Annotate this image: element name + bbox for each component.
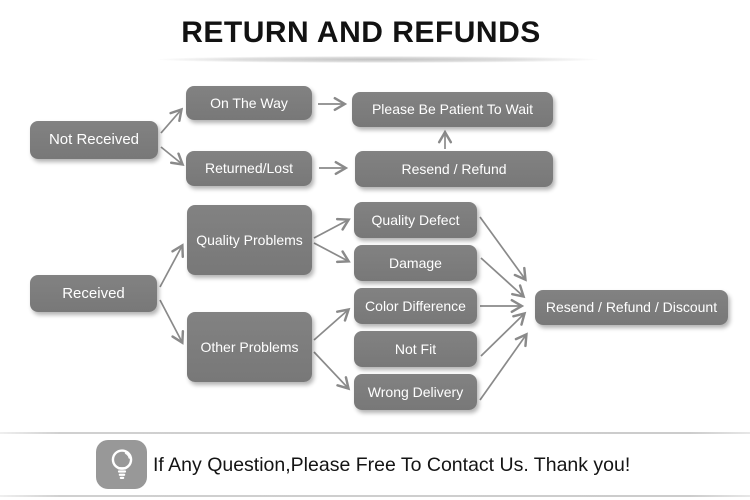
- node-quality-defect: Quality Defect: [354, 202, 477, 238]
- title-underline-shadow: [158, 56, 598, 63]
- edge-received-quality-problems: [159, 243, 185, 288]
- node-not-fit: Not Fit: [354, 331, 477, 367]
- node-returned-lost: Returned/Lost: [186, 151, 312, 186]
- edge-not-received-returned-lost: [160, 146, 185, 167]
- node-received: Received: [30, 275, 157, 312]
- node-other-problems: Other Problems: [187, 312, 312, 382]
- node-resend-refund: Resend / Refund: [355, 151, 553, 187]
- footer-divider-bottom: [0, 495, 750, 497]
- node-quality-problems: Quality Problems: [187, 205, 312, 275]
- edge-quality-problems-damage: [313, 242, 351, 264]
- edge-wrong-delivery-discount: [479, 332, 528, 401]
- footer-divider-top: [0, 432, 750, 434]
- edge-quality-problems-quality-defect: [313, 217, 351, 239]
- node-damage: Damage: [354, 245, 477, 281]
- node-color-difference: Color Difference: [354, 288, 477, 324]
- edge-quality-defect-discount: [479, 216, 527, 282]
- node-not-received: Not Received: [30, 121, 158, 159]
- edge-not-fit-discount: [480, 311, 527, 357]
- node-please-be-patient-to-wait: Please Be Patient To Wait: [352, 92, 553, 127]
- node-on-the-way: On The Way: [186, 86, 312, 120]
- edge-received-other-problems: [159, 299, 185, 345]
- footer-message: If Any Question,Please Free To Contact U…: [153, 453, 631, 476]
- node-resend-refund-discount: Resend / Refund / Discount: [535, 290, 728, 325]
- edge-other-problems-color-difference: [313, 307, 351, 341]
- light-bulb-glyph: [111, 448, 132, 479]
- page-title: RETURN AND REFUNDS: [181, 16, 541, 49]
- light-bulb-icon: [96, 440, 147, 489]
- edge-not-received-on-the-way: [160, 107, 184, 134]
- edge-other-problems-wrong-delivery: [313, 351, 351, 391]
- edge-damage-discount: [480, 257, 526, 299]
- node-wrong-delivery: Wrong Delivery: [354, 374, 477, 410]
